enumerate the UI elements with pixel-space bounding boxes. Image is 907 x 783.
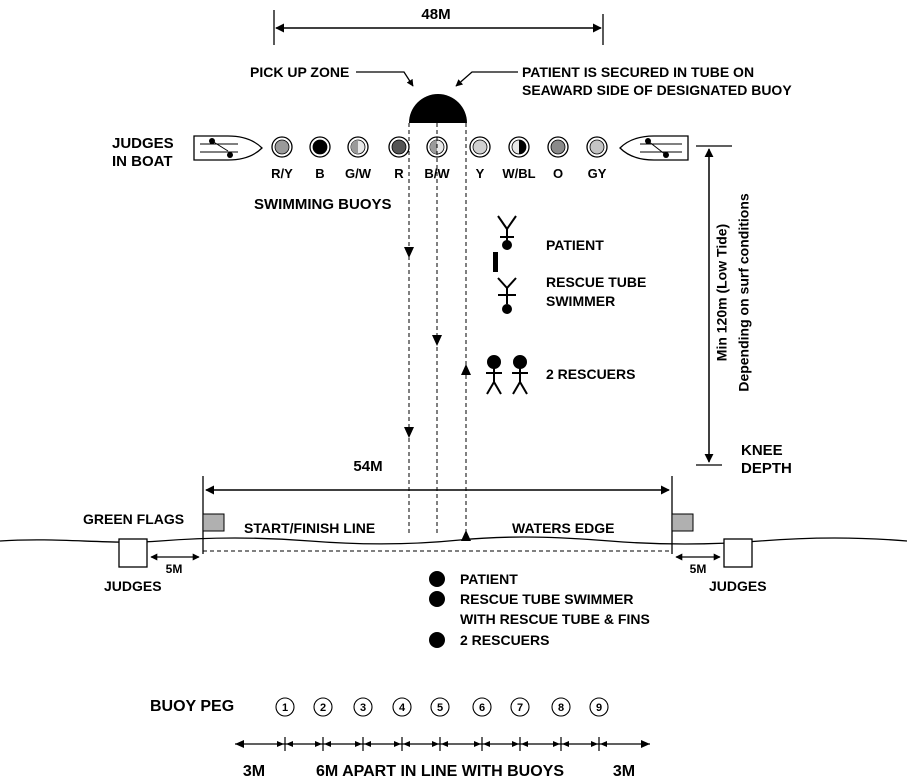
side-gap-left-label: 5M bbox=[165, 562, 183, 576]
buoy-peg-number: 7 bbox=[517, 702, 523, 714]
top-width-dimension bbox=[273, 10, 604, 45]
buoy-peg-5 bbox=[430, 697, 450, 717]
buoy-code-label: R/Y bbox=[271, 166, 293, 181]
knee-depth-label-2: DEPTH bbox=[741, 460, 792, 477]
legend-upper-rescuers: 2 RESCUERS bbox=[546, 366, 636, 382]
buoy-6 bbox=[469, 136, 491, 158]
patient-secured-label-1: PATIENT IS SECURED IN TUBE ON bbox=[522, 64, 755, 80]
buoy-peg-number: 3 bbox=[360, 702, 366, 714]
buoy-peg-number: 2 bbox=[320, 702, 326, 714]
legend-dot-patient bbox=[429, 571, 445, 587]
top-width-label: 48M bbox=[421, 6, 451, 23]
patient-secured-leader bbox=[455, 71, 518, 87]
judges-box-right bbox=[723, 538, 753, 568]
side-gap-right-label: 5M bbox=[689, 562, 707, 576]
buoy-code-label: GY bbox=[587, 166, 607, 181]
legend-lower-swimmer-2: WITH RESCUE TUBE & FINS bbox=[460, 611, 650, 627]
buoy-2 bbox=[309, 136, 331, 158]
green-flags-label: GREEN FLAGS bbox=[83, 511, 185, 527]
waters-edge-label: WATERS EDGE bbox=[512, 520, 615, 536]
buoy-peg-4 bbox=[392, 697, 412, 717]
buoy-1 bbox=[271, 136, 293, 158]
waters-edge-line bbox=[0, 536, 907, 545]
legend-lower-patient: PATIENT bbox=[460, 571, 518, 587]
legend-upper-patient: PATIENT bbox=[546, 237, 604, 253]
buoy-code-label: R bbox=[394, 166, 404, 181]
buoy-peg-number: 5 bbox=[437, 702, 443, 714]
buoy-peg-1 bbox=[275, 697, 295, 717]
rescue-tube-icon bbox=[493, 252, 498, 272]
buoy-8 bbox=[547, 136, 569, 158]
legend-dot-swimmer bbox=[429, 591, 445, 607]
buoy-code-label: O bbox=[552, 166, 564, 181]
start-finish-label: START/FINISH LINE bbox=[244, 520, 376, 536]
patient-secured-label-2: SEAWARD SIDE OF DESIGNATED BUOY bbox=[522, 82, 792, 98]
buoy-peg-number: 1 bbox=[282, 702, 288, 714]
judges-boat-left bbox=[193, 135, 263, 161]
judges-right-label: JUDGES bbox=[709, 578, 767, 594]
peg-spacing-label: 6M APART IN LINE WITH BUOYS bbox=[316, 763, 564, 780]
buoy-peg-number: 8 bbox=[558, 702, 564, 714]
peg-end-left-label: 3M bbox=[242, 763, 266, 780]
green-flag-right bbox=[671, 513, 694, 532]
pick-up-zone-label: PICK UP ZONE bbox=[250, 64, 350, 80]
distance-dimension bbox=[696, 145, 732, 466]
judges-in-boat-label-1: JUDGES bbox=[112, 135, 174, 152]
buoy-peg-6 bbox=[472, 697, 492, 717]
peg-spacing-dimension bbox=[235, 737, 650, 751]
distance-label-1: Min 120m (Low Tide) bbox=[713, 223, 730, 362]
distance-label-2: Depending on surf conditions bbox=[735, 193, 752, 392]
rescue-tube-swimmer-icon bbox=[497, 277, 517, 314]
buoy-peg-number: 9 bbox=[596, 702, 602, 714]
buoy-3 bbox=[347, 136, 369, 158]
buoy-peg-3 bbox=[353, 697, 373, 717]
legend-upper-swimmer-2: SWIMMER bbox=[546, 293, 616, 309]
buoy-code-label: Y bbox=[475, 166, 485, 181]
buoy-7 bbox=[508, 136, 530, 158]
course-lanes bbox=[404, 123, 471, 541]
rescuers-icon bbox=[486, 355, 528, 395]
buoy-pegs: 1 2 3 4 5 6 7 8 9 bbox=[275, 697, 609, 717]
patient-figure-icon bbox=[497, 215, 517, 250]
legend-lower-rescuers: 2 RESCUERS bbox=[460, 632, 550, 648]
buoy-code-label: W/BL bbox=[502, 166, 536, 181]
buoy-9 bbox=[586, 136, 608, 158]
judges-box-left bbox=[118, 538, 148, 568]
buoy-code-label: B/W bbox=[424, 166, 450, 181]
peg-end-right-label: 3M bbox=[612, 763, 636, 780]
knee-depth-label-1: KNEE bbox=[741, 442, 783, 459]
buoy-peg-7 bbox=[510, 697, 530, 717]
buoy-peg-2 bbox=[313, 697, 333, 717]
green-flag-left bbox=[202, 513, 225, 532]
buoy-peg-number: 6 bbox=[479, 702, 485, 714]
buoy-4 bbox=[388, 136, 410, 158]
legend-upper-swimmer-1: RESCUE TUBE bbox=[546, 274, 647, 290]
buoy-peg-label: BUOY PEG bbox=[150, 698, 235, 715]
swimming-buoys bbox=[271, 136, 608, 158]
beach-width-label: 54M bbox=[353, 458, 383, 475]
buoy-peg-8 bbox=[551, 697, 571, 717]
buoy-code-label: B bbox=[315, 166, 325, 181]
pick-up-zone-leader bbox=[356, 71, 414, 87]
buoy-code-label: G/W bbox=[345, 166, 371, 181]
judges-boat-right bbox=[619, 135, 689, 161]
judges-left-label: JUDGES bbox=[104, 578, 162, 594]
swimming-buoys-label: SWIMMING BUOYS bbox=[254, 196, 392, 213]
judges-in-boat-label-2: IN BOAT bbox=[112, 153, 173, 170]
legend-dot-rescuers bbox=[429, 632, 445, 648]
legend-lower-swimmer-1: RESCUE TUBE SWIMMER bbox=[460, 591, 634, 607]
buoy-peg-number: 4 bbox=[399, 702, 406, 714]
pick-up-zone-dome bbox=[409, 94, 467, 123]
buoy-peg-9 bbox=[589, 697, 609, 717]
